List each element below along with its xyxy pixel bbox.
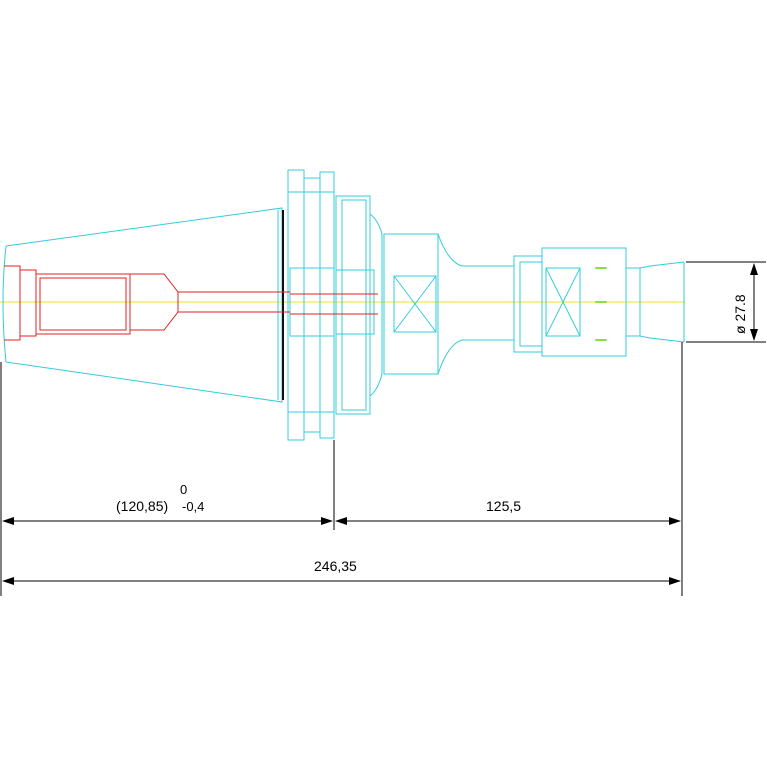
dimensions	[0, 261, 766, 596]
gauge-lower-tolerance: -0,4	[182, 499, 204, 514]
flange	[287, 169, 335, 441]
collar	[335, 195, 383, 415]
main-body	[383, 233, 514, 375]
gauge-upper-tolerance: 0	[180, 482, 187, 497]
tool-holder	[2, 169, 685, 441]
cutting-tool	[4, 265, 378, 341]
extension-length-text: 125,5	[486, 498, 521, 514]
extension	[513, 247, 685, 357]
gauge-length-text: (120,85)	[116, 498, 168, 514]
overall-length-text: 246,35	[314, 558, 357, 574]
arrowheads	[2, 263, 758, 585]
diameter-text: ø 27.8	[732, 294, 748, 334]
taper-cone	[2, 207, 283, 403]
coolant-marks	[595, 267, 607, 341]
